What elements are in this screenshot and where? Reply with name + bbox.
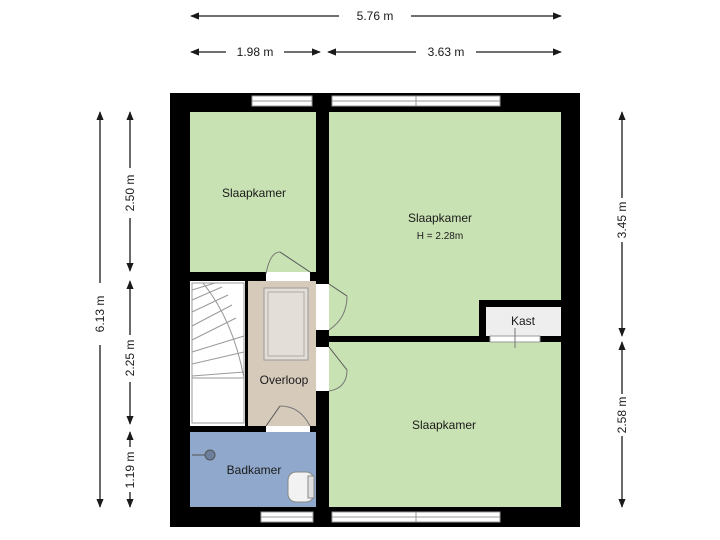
landing-cabinet: [263, 287, 309, 361]
staircase: [191, 282, 245, 424]
bedroom-large-floor: [329, 112, 561, 336]
shower-drain-icon: [192, 449, 216, 461]
dim-left-middle: 2.25 m: [123, 340, 137, 377]
dim-right-lower: 2.58 m: [615, 397, 629, 434]
room-label-bedroom-small: Slaapkamer: [222, 186, 286, 200]
room-label-closet: Kast: [511, 314, 536, 328]
toilet-icon: [287, 471, 315, 503]
room-label-bedroom-lower: Slaapkamer: [412, 418, 476, 432]
room-label-bathroom: Badkamer: [227, 463, 282, 477]
doors: [265, 251, 541, 432]
dim-top-total: 5.76 m: [357, 9, 394, 23]
dim-left-total: 6.13 m: [93, 296, 107, 333]
dim-right-upper: 3.45 m: [615, 202, 629, 239]
bedroom-small-floor: [190, 112, 316, 272]
room-label-landing: Overloop: [260, 373, 309, 387]
closet-floor: [486, 307, 561, 336]
room-label-bedroom-large: Slaapkamer: [408, 211, 472, 225]
dim-left-upper: 2.50 m: [123, 175, 137, 212]
dim-top-right: 3.63 m: [428, 45, 465, 59]
dimension-lines: [96, 12, 626, 508]
bedroom-lower-floor: [329, 342, 561, 507]
room-height-bedroom-large: H = 2.28m: [417, 231, 463, 242]
dim-left-lower: 1.19 m: [123, 452, 137, 489]
windows: [251, 95, 501, 523]
dim-top-left: 1.98 m: [237, 45, 274, 59]
